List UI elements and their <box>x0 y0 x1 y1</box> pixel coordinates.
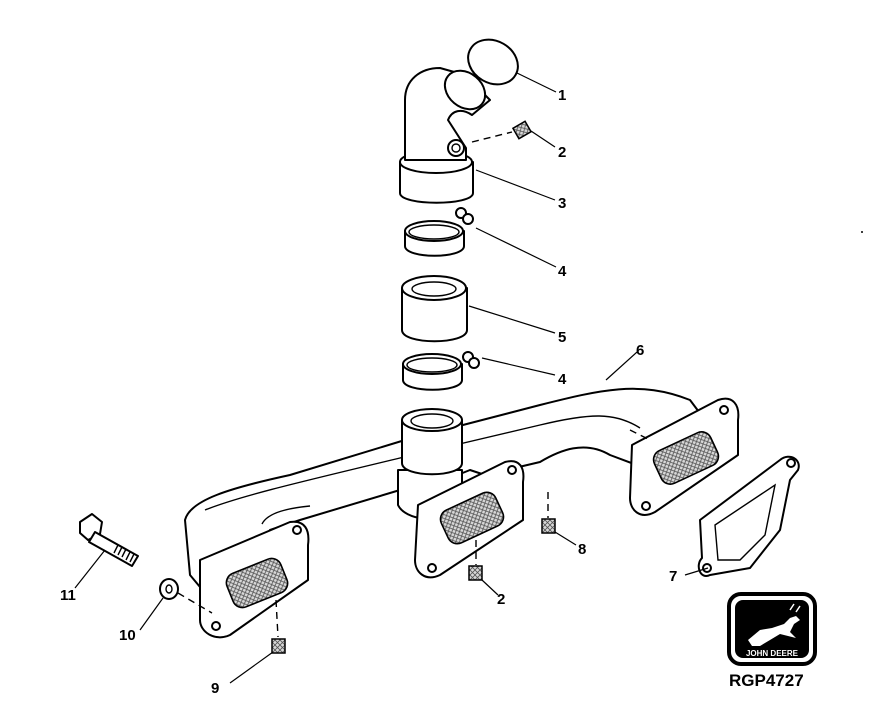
center-port-flange <box>414 460 525 579</box>
callout-8: 8 <box>578 541 586 558</box>
callout-9: 9 <box>211 680 219 697</box>
leader-lines <box>74 72 709 684</box>
callout-10: 10 <box>119 627 136 644</box>
manifold-gasket <box>697 455 800 577</box>
callout-2-plug: 2 <box>558 144 566 161</box>
plug-right <box>541 518 556 534</box>
callout-5: 5 <box>558 329 566 346</box>
callout-4-lower: 4 <box>558 371 567 388</box>
washer <box>159 578 179 600</box>
callout-2-lower: 2 <box>497 591 505 608</box>
logo-brand-text: JOHN DEERE <box>746 649 799 658</box>
leaping-deer-icon <box>748 616 800 646</box>
manifold-outlet-pipe <box>401 408 463 476</box>
callout-6: 6 <box>636 342 644 359</box>
plug-left <box>271 638 286 654</box>
callout-1: 1 <box>558 87 566 104</box>
callout-7: 7 <box>669 568 677 585</box>
left-port-flange <box>199 520 310 639</box>
right-port-flange <box>629 397 740 516</box>
connector-hose <box>401 275 468 343</box>
callout-4-upper: 4 <box>558 263 567 280</box>
reference-code: RGP4727 <box>729 671 804 690</box>
john-deere-logo: JOHN DEERE <box>727 592 817 666</box>
cap-screw <box>79 513 139 567</box>
plug-upper <box>511 120 533 140</box>
lower-clamp <box>402 351 480 391</box>
callout-3: 3 <box>558 195 566 212</box>
plug-center-bottom <box>468 565 483 581</box>
upper-clamp <box>404 207 474 257</box>
callout-11: 11 <box>60 587 76 604</box>
elbow-seal-ring <box>467 38 519 86</box>
exhaust-elbow <box>399 67 491 204</box>
